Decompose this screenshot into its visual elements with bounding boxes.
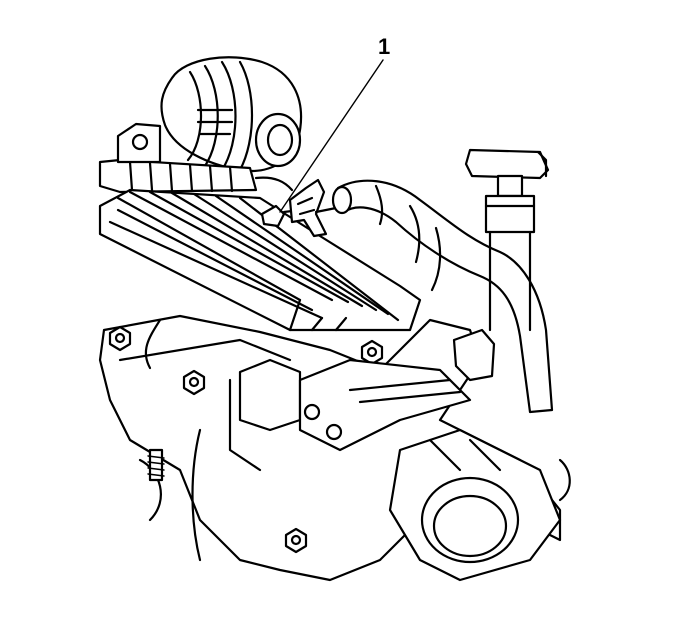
alternator <box>160 56 303 173</box>
throttle-body <box>388 428 571 582</box>
throttle-bracket <box>298 328 496 452</box>
stud <box>147 448 165 482</box>
bracket <box>116 122 162 164</box>
bolts <box>108 325 384 554</box>
callout-1: 1 <box>279 34 390 213</box>
dipstick <box>464 148 550 332</box>
intake-manifold <box>98 188 422 332</box>
sensor-connector <box>260 178 338 238</box>
callout-1-label: 1 <box>378 34 390 59</box>
vacuum-hose <box>331 179 554 414</box>
